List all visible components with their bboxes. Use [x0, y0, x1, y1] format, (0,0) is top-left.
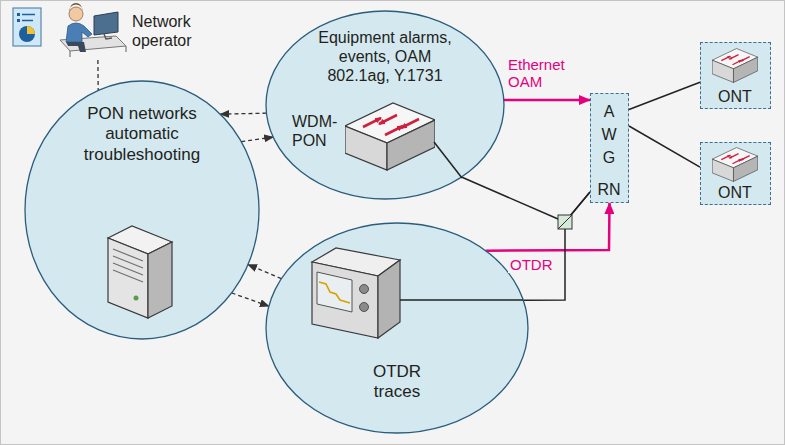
- dashed-link: [220, 113, 266, 115]
- dashed-link: [248, 265, 281, 279]
- node-text: ONT: [701, 183, 769, 202]
- label-slot: OTDR: [508, 256, 558, 274]
- dashed-link: [97, 60, 99, 90]
- ellipse-outline: [266, 11, 504, 199]
- text-slot: RN: [591, 180, 627, 199]
- edge-label: Ethernet OAM: [506, 56, 578, 91]
- node-text: AWG: [601, 100, 617, 170]
- node-text: OTDR traces: [357, 362, 437, 403]
- awg-remote-node: AWG RN: [590, 93, 629, 203]
- fiber-link: [629, 82, 700, 109]
- fiber-link: [629, 126, 700, 167]
- text-slot: WDM-PON: [292, 112, 344, 150]
- otdr-instrument: [312, 248, 400, 338]
- ellipse-outline: [266, 223, 528, 433]
- node-text: WDM-PON: [292, 112, 344, 150]
- text-slot: Network operator: [132, 12, 224, 50]
- label-slot: Ethernet OAM: [506, 56, 578, 91]
- node-text: ONT: [701, 87, 769, 106]
- fiber-stub: [434, 142, 462, 178]
- ellipse-outline: [25, 81, 259, 339]
- text-slot: OTDR traces: [357, 362, 437, 403]
- operator-icon: [60, 3, 126, 57]
- node-text: Equipment alarms, events, OAM 802.1ag, Y…: [310, 28, 460, 86]
- server-icon: [108, 226, 172, 318]
- signal-arrow: [486, 203, 610, 251]
- otdr-ellipse: OTDR traces: [265, 222, 529, 434]
- fiber-link: [523, 192, 590, 300]
- text-slot: ONT: [701, 87, 769, 106]
- report-icon: [13, 8, 41, 46]
- dashed-link: [241, 137, 273, 141]
- equipment-ellipse: Equipment alarms, events, OAM 802.1ag, Y…: [265, 10, 505, 200]
- switch-icon: [345, 103, 435, 170]
- edge-label: OTDR: [508, 256, 555, 273]
- ellipse-outline: [265, 222, 529, 434]
- dashed-link: [232, 293, 269, 306]
- node-text: Network operator: [132, 12, 224, 50]
- node-text: RN: [591, 180, 627, 199]
- node-text: PON networks automatic troubleshooting: [74, 104, 210, 165]
- text-slot: Equipment alarms, events, OAM 802.1ag, Y…: [310, 28, 460, 86]
- text-slot: PON networks automatic troubleshooting: [74, 104, 210, 165]
- ont-switch-icon: [712, 148, 758, 182]
- coupler-symbol: [558, 215, 572, 229]
- text-slot: AWG: [591, 100, 627, 170]
- signal-arrow: [504, 99, 590, 102]
- text-slot: ONT: [701, 183, 769, 202]
- fiber-stub: [400, 299, 523, 301]
- ont-switch-icon: [712, 49, 758, 83]
